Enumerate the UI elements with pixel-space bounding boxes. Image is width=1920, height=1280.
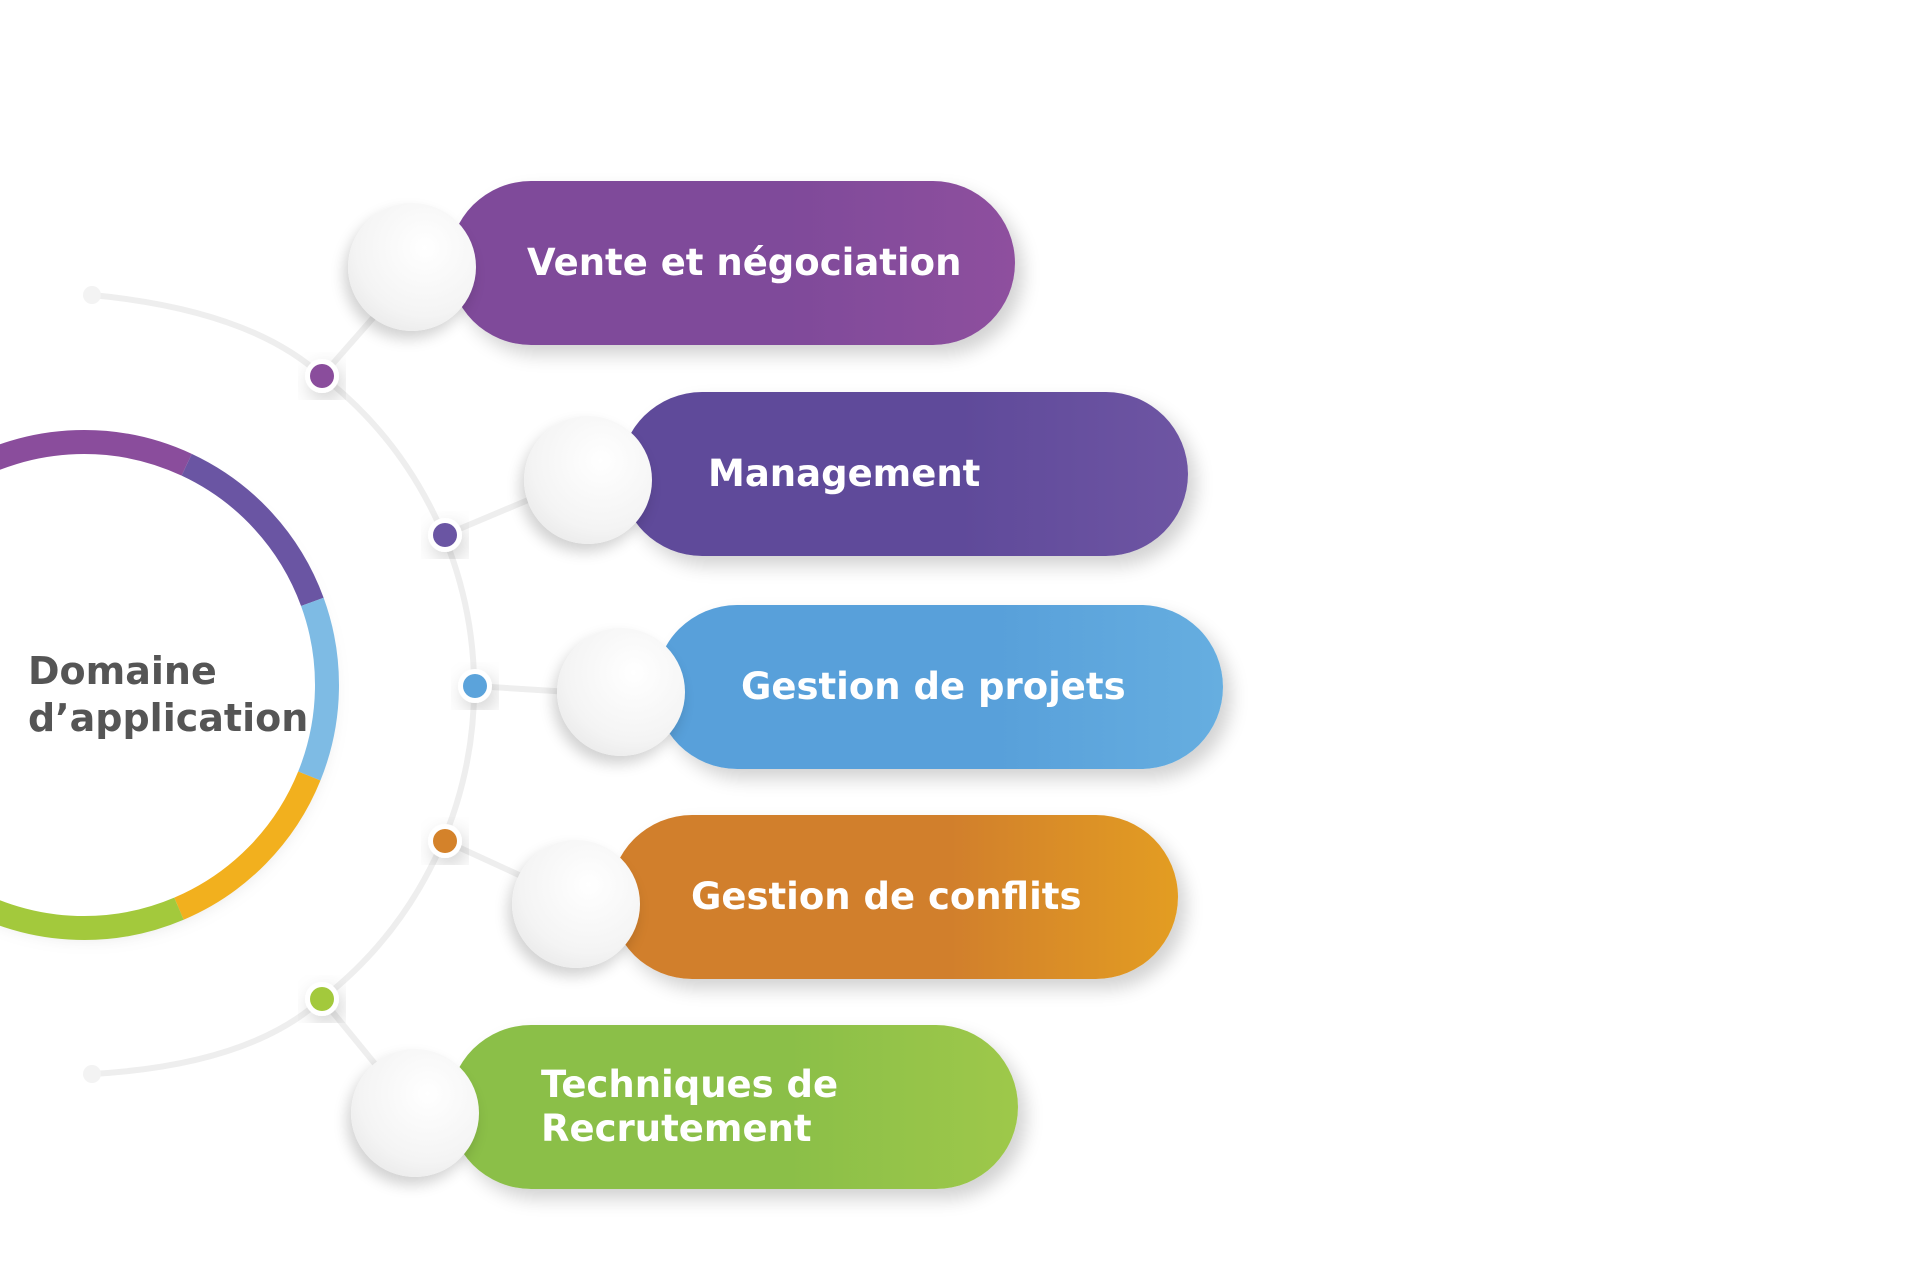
ring-segment — [0, 897, 184, 940]
item-label: Techniques de Recrutement — [541, 1063, 839, 1150]
node-dot — [433, 829, 457, 853]
node-dot — [310, 987, 334, 1011]
item-management: Management — [620, 392, 1188, 556]
item-gestion-projets: Gestion de projets — [655, 605, 1223, 769]
ring-segment — [174, 771, 321, 920]
item-label: Vente et négociation — [527, 241, 962, 284]
center-label-line2: d’application — [28, 696, 309, 740]
center-circle — [0, 445, 324, 925]
knob — [557, 628, 685, 756]
item-label: Gestion de conflits — [691, 875, 1082, 918]
item-gestion-conflits: Gestion de conflits — [610, 815, 1178, 979]
node-dot — [433, 523, 457, 547]
ring-segment — [181, 453, 324, 607]
node-dots — [305, 359, 492, 1016]
item-label: Management — [708, 452, 981, 495]
knob — [524, 416, 652, 544]
center-label-line1: Domaine — [28, 649, 217, 693]
item-techniques-recrutement: Techniques de Recrutement — [449, 1025, 1018, 1189]
knob — [348, 203, 476, 331]
spokes — [319, 308, 571, 1072]
knob — [351, 1049, 479, 1177]
ring-segment — [0, 430, 192, 476]
knob — [512, 840, 640, 968]
arc-end-dot — [83, 1065, 101, 1083]
center-label: Domaine d’application — [28, 648, 308, 742]
center-ring — [0, 430, 339, 940]
node-dot — [310, 364, 334, 388]
item-label: Gestion de projets — [741, 665, 1126, 708]
ring-segment — [298, 597, 339, 781]
node-dot — [463, 674, 487, 698]
item-vente-negociation: Vente et négociation — [449, 181, 1015, 345]
arc-end-dot — [83, 286, 101, 304]
